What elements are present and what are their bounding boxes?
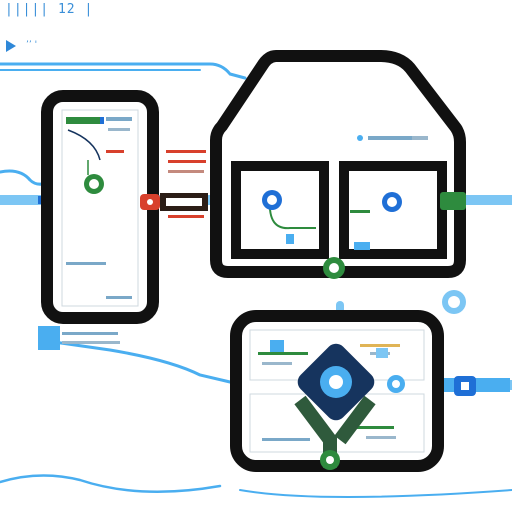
house-text-line-1 [368,136,412,140]
pipe-lower-left [38,338,232,384]
house-right-line [350,210,370,213]
node-green-icon[interactable] [323,257,345,279]
bottom-text-6 [350,426,394,429]
node-teal-icon[interactable] [320,450,340,470]
left-label-line-2 [62,341,120,344]
bottom-block-blue [270,340,284,352]
left-text-line-4 [106,296,132,299]
header-title: ||||| 12 | [5,2,94,17]
hub-diamond-icon[interactable] [294,340,379,425]
left-module [41,90,159,324]
pipe-bottom [0,474,222,494]
left-wire [67,129,101,161]
red-node-group [140,150,208,218]
bottom-text-3 [360,344,400,347]
node-blue-icon[interactable] [387,375,405,393]
house-module [210,50,466,279]
dark-bar-inner [166,198,202,206]
red-text-line-4 [168,215,204,218]
node-blue-icon[interactable] [262,190,282,210]
left-text-line-2 [108,128,130,131]
bottom-block-blue-2 [376,348,388,358]
left-tag-blue [100,117,104,124]
pipe-top [0,62,247,80]
node-blue-icon[interactable] [382,192,402,212]
play-icon[interactable] [6,40,16,52]
hub-stem-2 [334,395,376,445]
left-label-line-1 [62,332,118,335]
red-text-line-1 [166,150,206,153]
left-module-inner [61,109,139,307]
red-text-line-2 [168,160,206,163]
bottom-text-1 [258,352,308,355]
house-dot [357,135,363,141]
left-mini-box [66,262,106,265]
node-red-icon[interactable] [140,194,160,210]
bottom-text-2 [262,362,292,365]
house-mini-block-2 [354,242,370,250]
node-green-icon[interactable] [84,174,104,194]
left-text-line-3 [106,150,124,153]
bottom-text-7 [366,436,396,439]
left-text-line-1 [106,117,132,121]
badge-icon[interactable] [442,290,466,314]
house-window-left [231,161,329,259]
house-green-tab [440,192,466,210]
house-text-line-2 [412,136,428,140]
node-blue-icon[interactable] [454,376,476,396]
left-small-square [38,326,60,350]
left-tag-green [66,117,100,124]
play-label: ’’ ' [26,40,38,50]
red-text-line-3 [168,170,204,173]
pipe-bottom-2 [239,489,512,498]
bottom-module [230,310,476,472]
house-mini-block [286,234,294,244]
bottom-text-5 [262,438,310,441]
